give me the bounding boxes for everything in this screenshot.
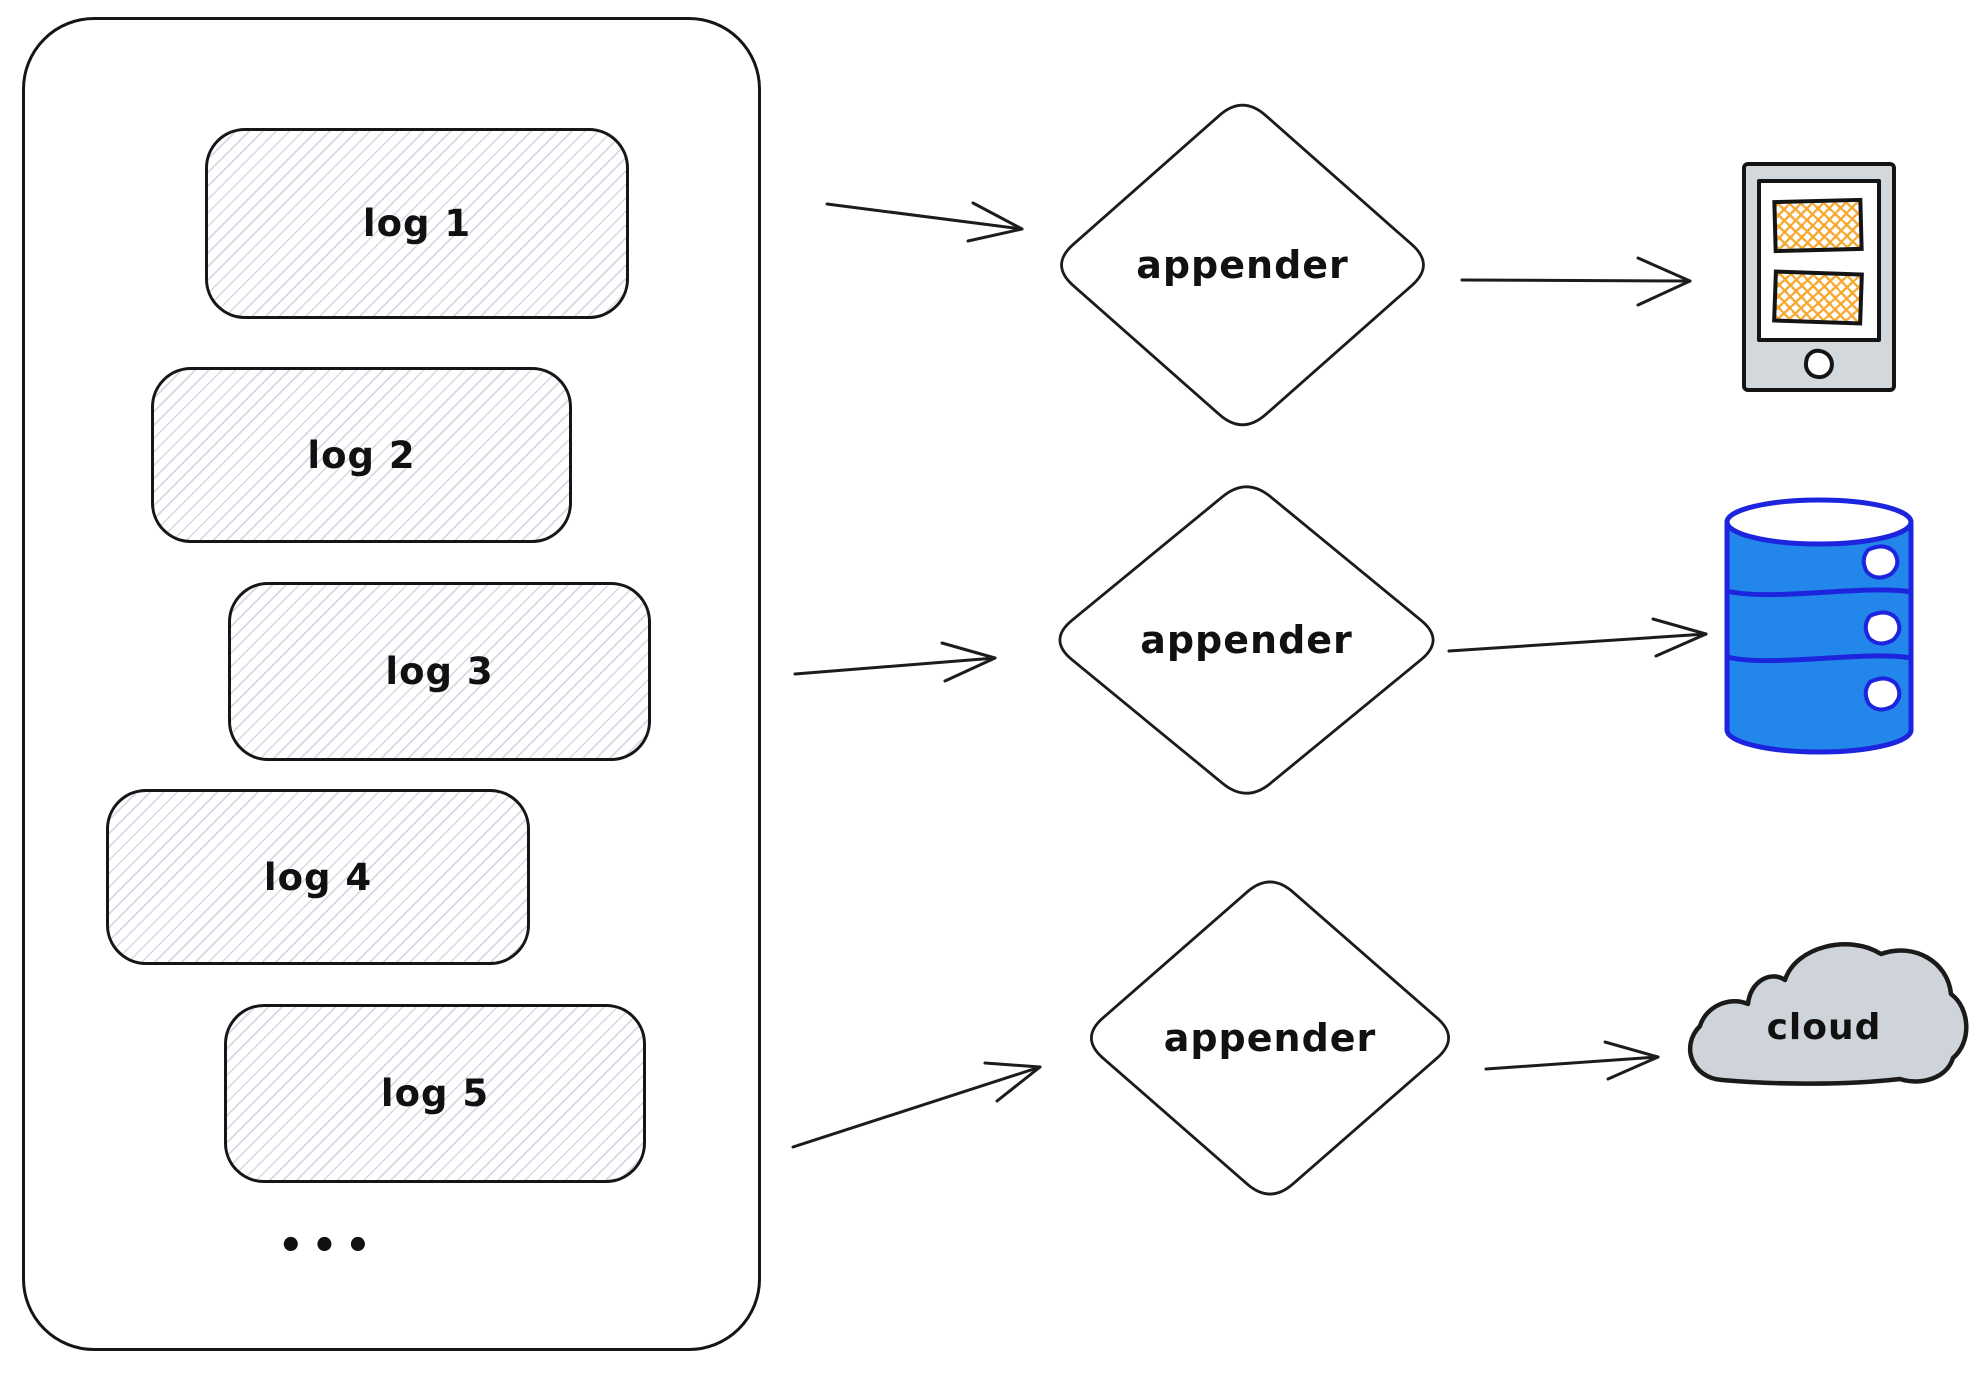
arrow-logs-to-appender-2 [793, 641, 997, 683]
diamond-shape-icon [1050, 95, 1435, 435]
log-box-1: log 1 [205, 128, 629, 319]
home-button-icon [1802, 347, 1836, 381]
log-4-label: log 4 [263, 855, 373, 899]
log-box-5: log 5 [224, 1004, 646, 1183]
log-store-container [22, 17, 761, 1351]
appender-node-3: appender [1080, 872, 1460, 1204]
arrow-appender-1-to-device [1460, 256, 1692, 307]
log-box-2: log 2 [151, 367, 572, 543]
log-3-label: log 3 [385, 650, 494, 693]
log-1-label: log 1 [362, 202, 472, 245]
database-dot-icon [1863, 610, 1902, 646]
database-dot-icon [1863, 676, 1902, 712]
mobile-device-icon [1742, 162, 1896, 392]
device-log-card-icon [1772, 269, 1864, 326]
appender-3-label: appender [1163, 1016, 1377, 1060]
log-2-label: log 2 [307, 433, 416, 477]
log-5-label: log 5 [380, 1072, 490, 1115]
database-icon [1724, 497, 1914, 755]
cloud-node: cloud [1678, 928, 1970, 1110]
cloud-label: cloud [1766, 1006, 1882, 1048]
appender-1-label: appender [1136, 243, 1349, 287]
log-box-3: log 3 [228, 582, 651, 761]
cloud-icon [1688, 942, 1969, 1086]
appender-node-1: appender [1050, 95, 1435, 435]
arrow-appender-3-to-cloud [1484, 1040, 1660, 1081]
log-box-4: log 4 [106, 789, 530, 965]
arrow-logs-to-appender-1 [825, 201, 1024, 243]
appender-2-label: appender [1140, 618, 1353, 662]
device-screen [1757, 179, 1881, 342]
arrow-logs-to-appender-3 [791, 1061, 1042, 1149]
appender-node-2: appender [1048, 477, 1445, 803]
diamond-shape-icon [1048, 477, 1445, 803]
device-log-card-icon [1772, 197, 1864, 254]
diamond-shape-icon [1080, 872, 1460, 1204]
arrow-appender-2-to-database [1447, 617, 1708, 658]
more-logs-ellipsis: ••• [278, 1223, 379, 1269]
database-dot-icon [1861, 544, 1900, 580]
